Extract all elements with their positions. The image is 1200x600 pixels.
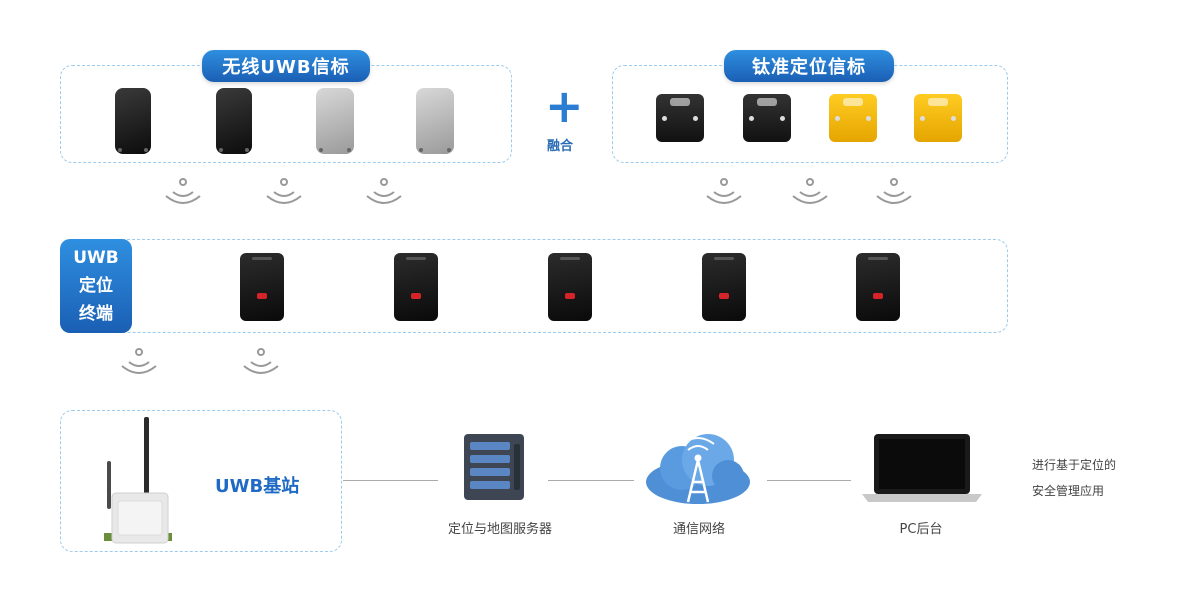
terminal-group-label: UWB 定位 终端 [60, 239, 132, 333]
black-road-stud-icon [743, 94, 791, 142]
terminal-label-line-3: 终端 [78, 304, 113, 324]
uwb-terminal-icon [702, 253, 746, 321]
laptop-icon [862, 434, 982, 502]
server-icon [464, 434, 524, 500]
plus-icon: + [545, 79, 584, 133]
signal-icon [121, 348, 157, 374]
base-station-label: UWB基站 [215, 476, 300, 497]
signal-icon [243, 348, 279, 374]
signal-icon [706, 178, 742, 204]
network-label: 通信网络 [672, 522, 725, 537]
application-note: 进行基于定位的 安全管理应用 [1032, 452, 1116, 504]
black-tag-icon [115, 88, 151, 154]
uwb-terminal-icon [856, 253, 900, 321]
base-station-icon [104, 417, 172, 544]
signal-icon [266, 178, 302, 204]
yellow-road-stud-icon [829, 94, 877, 142]
signal-icon [792, 178, 828, 204]
cloud-network-icon [646, 434, 750, 504]
note-line-1: 进行基于定位的 [1032, 458, 1117, 472]
terminal-label-line-1: UWB [73, 248, 119, 268]
base-station-group [60, 410, 342, 552]
terminal-label-line-2: 定位 [78, 276, 113, 296]
uwb-terminal-icon [394, 253, 438, 321]
wireless-beacon-title: 无线UWB信标 [202, 50, 370, 82]
connector-line [548, 480, 634, 481]
connector-line [767, 480, 851, 481]
note-line-2: 安全管理应用 [1032, 484, 1105, 498]
titanium-beacon-title: 钛准定位信标 [724, 50, 894, 82]
silver-tag-icon [316, 88, 354, 154]
signal-icon [366, 178, 402, 204]
uwb-terminal-icon [240, 253, 284, 321]
fusion-label: 融合 [547, 139, 574, 154]
black-tag-icon [216, 88, 252, 154]
signal-icon [165, 178, 201, 204]
server-label: 定位与地图服务器 [447, 522, 552, 537]
silver-tag-icon [416, 88, 454, 154]
signal-icon [876, 178, 912, 204]
connector-line [343, 480, 438, 481]
black-road-stud-icon [656, 94, 704, 142]
pc-label: PC后台 [899, 522, 943, 537]
yellow-road-stud-icon [914, 94, 962, 142]
uwb-terminal-icon [548, 253, 592, 321]
